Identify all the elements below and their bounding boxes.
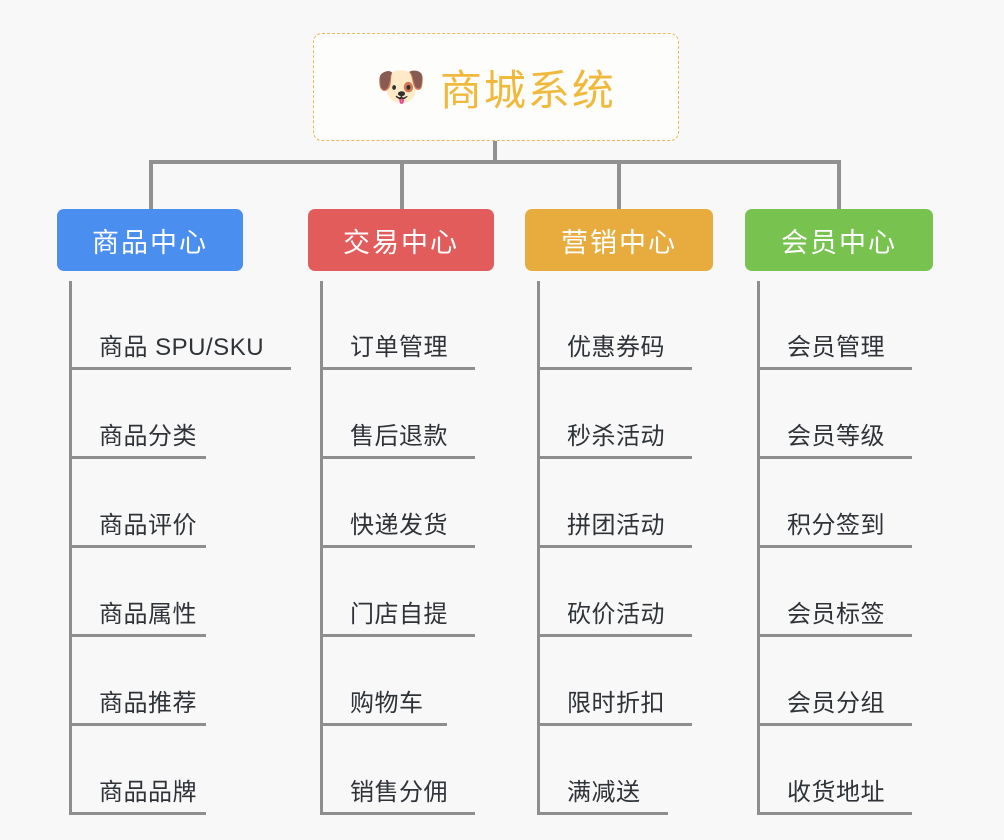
- branch-item-label: 购物车: [350, 690, 424, 717]
- branch-column: 商品中心商品 SPU/SKU 商品分类商品评价商品属性商品推荐商品品牌: [57, 209, 291, 815]
- branch-item-label: 积分签到: [787, 512, 885, 539]
- branch-item-label: 优惠券码: [567, 334, 665, 361]
- branch-item[interactable]: 会员管理: [745, 281, 933, 370]
- branch-item-rule: [537, 634, 692, 637]
- branch-item-rule: [69, 634, 206, 637]
- connector-horizontal-bus: [149, 160, 841, 164]
- branch-item[interactable]: 商品 SPU/SKU: [57, 281, 291, 370]
- branch-item[interactable]: 商品品牌: [57, 726, 243, 815]
- branch-item-rule: [757, 456, 912, 459]
- branch-item[interactable]: 满减送: [525, 726, 713, 815]
- branch-item[interactable]: 销售分佣: [308, 726, 494, 815]
- branch-item[interactable]: 会员等级: [745, 370, 933, 459]
- branch-item-rule: [69, 545, 206, 548]
- branch-item-label: 秒杀活动: [567, 423, 665, 450]
- branch-item-label: 满减送: [567, 779, 641, 806]
- branch-item-rule: [757, 367, 912, 370]
- branch-item-label: 快递发货: [350, 512, 448, 539]
- branch-items: 商品 SPU/SKU 商品分类商品评价商品属性商品推荐商品品牌: [57, 281, 291, 815]
- branch-item-rule: [537, 723, 692, 726]
- branch-spine: [537, 281, 540, 815]
- branch-spine: [320, 281, 323, 815]
- branch-item[interactable]: 订单管理: [308, 281, 494, 370]
- branch-item-label: 商品品牌: [99, 779, 197, 806]
- branch-item-label: 商品评价: [99, 512, 197, 539]
- branch-item-rule: [537, 367, 692, 370]
- branch-spine: [757, 281, 760, 815]
- branch-item[interactable]: 会员分组: [745, 637, 933, 726]
- connector-drop-4: [837, 163, 841, 209]
- branch-item-rule: [320, 367, 475, 370]
- branch-item-label: 商品分类: [99, 423, 197, 450]
- branch-header[interactable]: 会员中心: [745, 209, 933, 271]
- branch-item[interactable]: 商品属性: [57, 548, 243, 637]
- branch-item-rule: [320, 545, 475, 548]
- branch-item[interactable]: 限时折扣: [525, 637, 713, 726]
- branch-item-rule: [69, 456, 206, 459]
- branch-item-label: 会员分组: [787, 690, 885, 717]
- branch-header[interactable]: 商品中心: [57, 209, 243, 271]
- branch-items: 会员管理会员等级积分签到会员标签会员分组收货地址: [745, 281, 933, 815]
- connector-drop-1: [149, 163, 153, 209]
- branch-item-label: 商品推荐: [99, 690, 197, 717]
- branch-item[interactable]: 拼团活动: [525, 459, 713, 548]
- branch-column: 营销中心优惠券码秒杀活动拼团活动砍价活动限时折扣满减送: [525, 209, 713, 815]
- branch-item-rule: [537, 545, 692, 548]
- branch-item-label: 会员标签: [787, 601, 885, 628]
- branch-item-label: 限时折扣: [567, 690, 665, 717]
- dog-face-icon: 🐶: [376, 65, 426, 109]
- branch-item-rule: [320, 634, 475, 637]
- branch-item-rule: [69, 367, 291, 370]
- branch-item[interactable]: 商品评价: [57, 459, 243, 548]
- branch-item-rule: [69, 812, 206, 815]
- branch-item-label: 会员等级: [787, 423, 885, 450]
- branch-item-rule: [537, 812, 668, 815]
- branch-item-rule: [757, 545, 912, 548]
- branch-item-rule: [320, 723, 447, 726]
- branch-item-rule: [757, 634, 912, 637]
- branch-item-label: 砍价活动: [567, 601, 665, 628]
- branch-item-label: 商品属性: [99, 601, 197, 628]
- connector-drop-3: [617, 163, 621, 209]
- connector-root-stem: [493, 141, 497, 163]
- branch-item-label: 门店自提: [350, 601, 448, 628]
- root-title: 商城系统: [439, 66, 616, 114]
- branch-item-rule: [320, 812, 475, 815]
- branch-item-label: 收货地址: [787, 779, 885, 806]
- branch-item-rule: [69, 723, 206, 726]
- connector-drop-2: [400, 163, 404, 209]
- branch-item[interactable]: 购物车: [308, 637, 494, 726]
- branch-items: 优惠券码秒杀活动拼团活动砍价活动限时折扣满减送: [525, 281, 713, 815]
- branch-item[interactable]: 会员标签: [745, 548, 933, 637]
- branch-item-label: 商品 SPU/SKU: [99, 334, 265, 361]
- branch-item[interactable]: 门店自提: [308, 548, 494, 637]
- branch-item[interactable]: 积分签到: [745, 459, 933, 548]
- branch-header[interactable]: 交易中心: [308, 209, 494, 271]
- branch-item-rule: [537, 456, 692, 459]
- branch-item-label: 订单管理: [350, 334, 448, 361]
- branch-item[interactable]: 商品分类: [57, 370, 243, 459]
- branch-item-rule: [757, 812, 912, 815]
- branch-item[interactable]: 售后退款: [308, 370, 494, 459]
- branch-item[interactable]: 快递发货: [308, 459, 494, 548]
- branch-column: 会员中心会员管理会员等级积分签到会员标签会员分组收货地址: [745, 209, 933, 815]
- branch-item[interactable]: 收货地址: [745, 726, 933, 815]
- branch-item-rule: [320, 456, 475, 459]
- branch-item[interactable]: 秒杀活动: [525, 370, 713, 459]
- branch-item-label: 售后退款: [350, 423, 448, 450]
- branch-spine: [69, 281, 72, 815]
- branch-item[interactable]: 优惠券码: [525, 281, 713, 370]
- branch-item-rule: [757, 723, 912, 726]
- branch-item-label: 销售分佣: [350, 779, 448, 806]
- root-node[interactable]: 🐶 商城系统: [313, 33, 679, 141]
- branch-item-label: 拼团活动: [567, 512, 665, 539]
- branch-item[interactable]: 商品推荐: [57, 637, 243, 726]
- branch-column: 交易中心订单管理售后退款快递发货门店自提购物车销售分佣: [308, 209, 494, 815]
- branch-items: 订单管理售后退款快递发货门店自提购物车销售分佣: [308, 281, 494, 815]
- branch-header[interactable]: 营销中心: [525, 209, 713, 271]
- branch-item[interactable]: 砍价活动: [525, 548, 713, 637]
- branch-item-label: 会员管理: [787, 334, 885, 361]
